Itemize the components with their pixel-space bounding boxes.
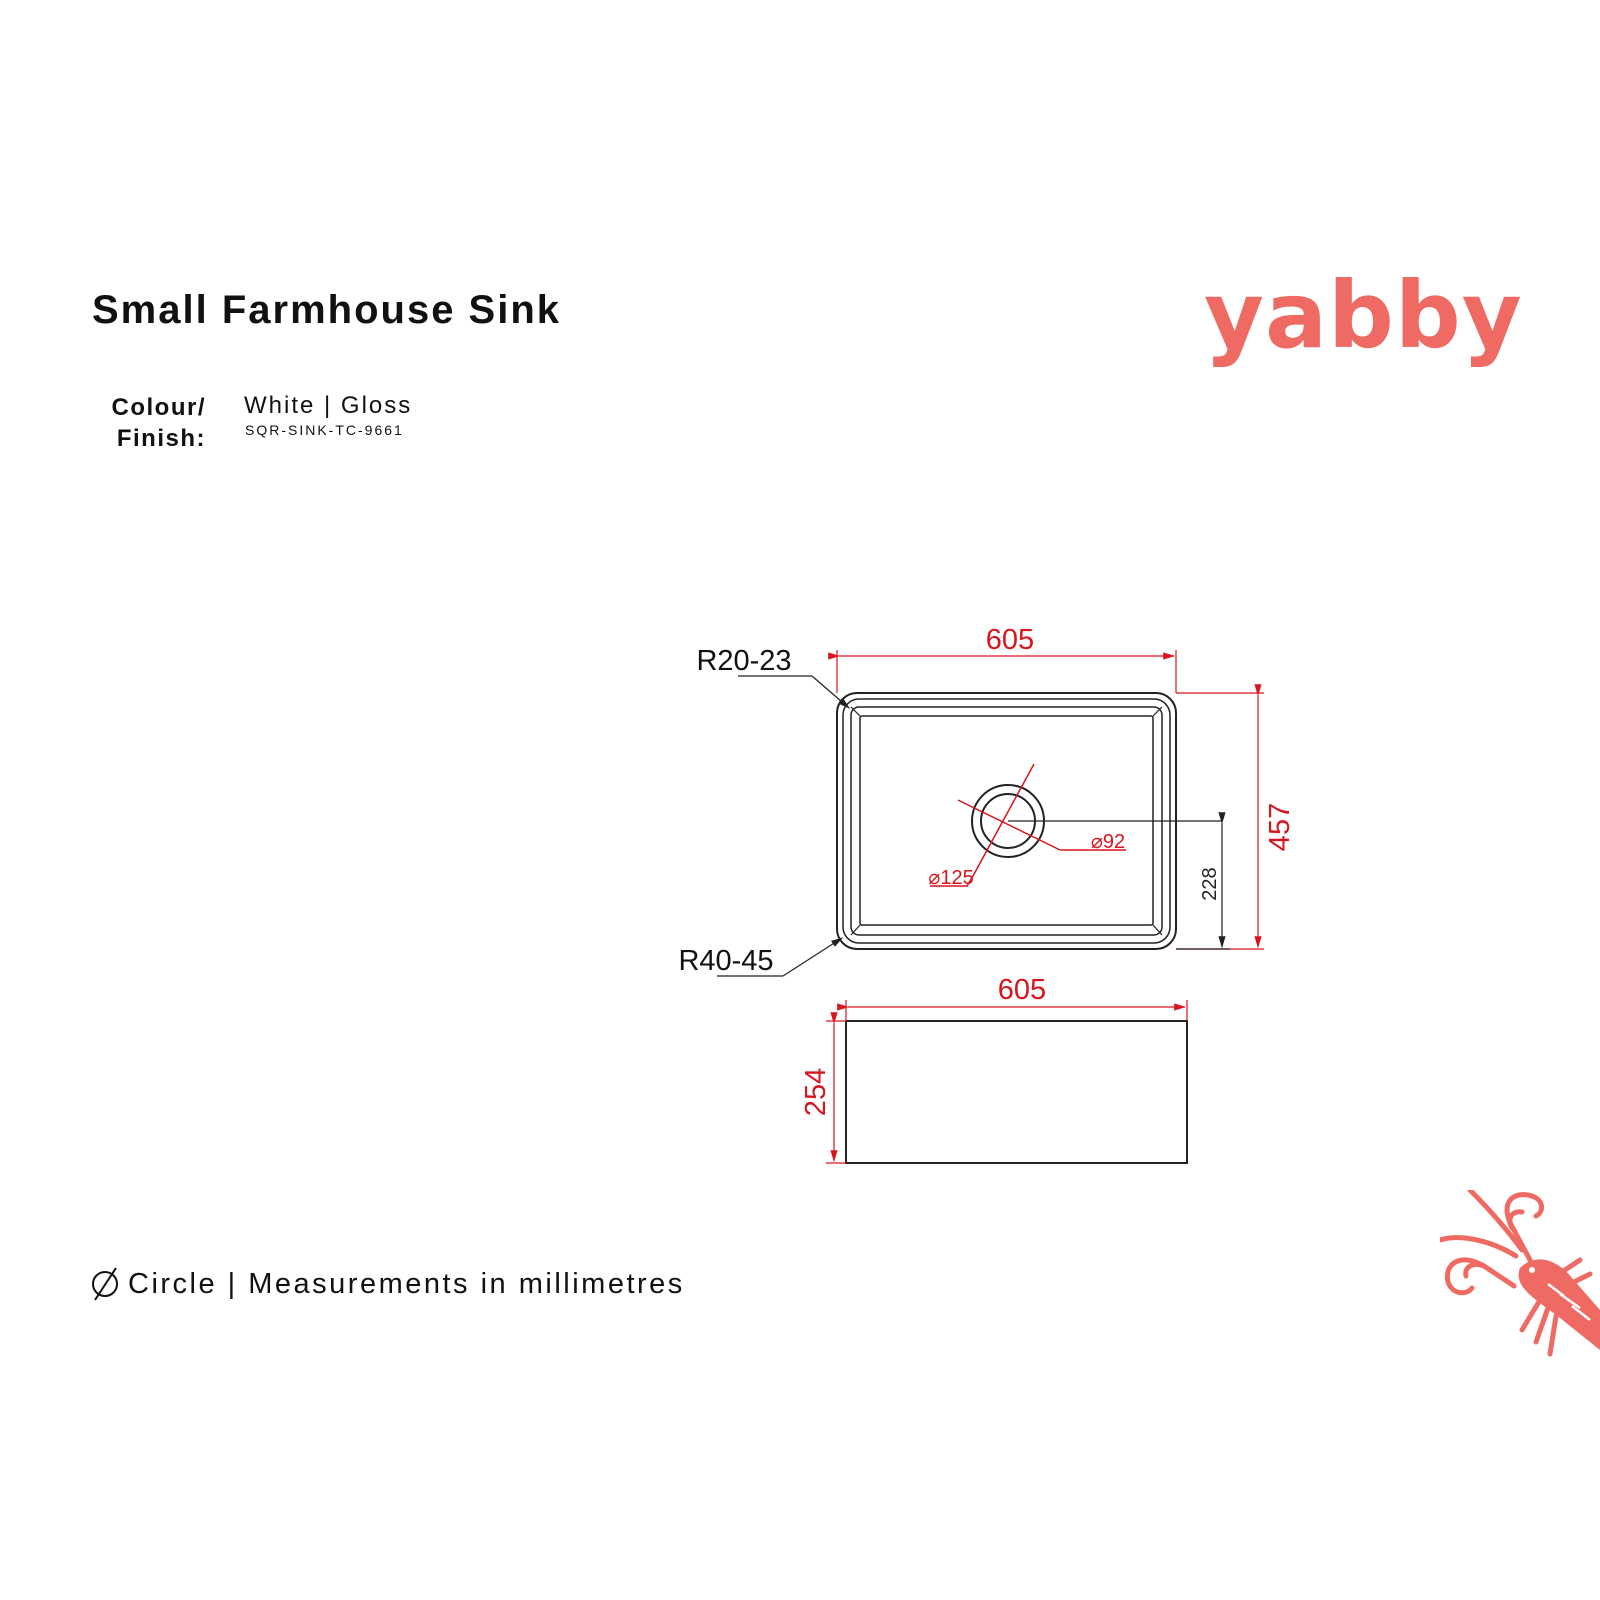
finish-label: Finish: (116, 425, 206, 452)
product-code: SQR-SINK-TC-9661 (245, 422, 404, 438)
top-view (717, 650, 1264, 977)
top-width-label: 605 (986, 624, 1034, 656)
diameter-icon (92, 1267, 118, 1301)
colour-finish-label: Colour/ Finish: (96, 392, 206, 454)
page-title: Small Farmhouse Sink (92, 288, 562, 332)
corner-radius-top-label: R20-23 (696, 645, 791, 677)
front-view (826, 1000, 1188, 1164)
front-width-label: 605 (998, 974, 1046, 1006)
sink-front-face (845, 1020, 1188, 1164)
colour-label: Colour/ (111, 394, 206, 421)
waste-outer-diameter-label: ⌀125 (928, 867, 973, 889)
front-height-label: 254 (800, 1068, 832, 1116)
top-width-dimension (828, 650, 1177, 693)
bowl-corner-lines (850, 706, 1163, 936)
front-height-dimension (826, 1012, 846, 1164)
waste-offset-dimension (1176, 812, 1230, 950)
footer-text: Circle | Measurements in millimetres (128, 1267, 685, 1300)
colour-finish-value: White | Gloss (244, 392, 413, 419)
depth-label: 457 (1264, 803, 1296, 851)
waste-inner-diameter-label: ⌀92 (1091, 831, 1125, 853)
front-width-dimension (837, 1000, 1188, 1021)
waste-diameter-leaders (930, 763, 1126, 887)
waste-offset-label: 228 (1199, 867, 1221, 900)
corner-radius-leaders (717, 675, 850, 977)
brand-logo: yabby (1204, 262, 1523, 369)
corner-radius-bottom-label: R40-45 (678, 945, 773, 977)
footer-note: Circle | Measurements in millimetres (88, 1262, 685, 1306)
yabby-crayfish-icon (1440, 1190, 1600, 1357)
